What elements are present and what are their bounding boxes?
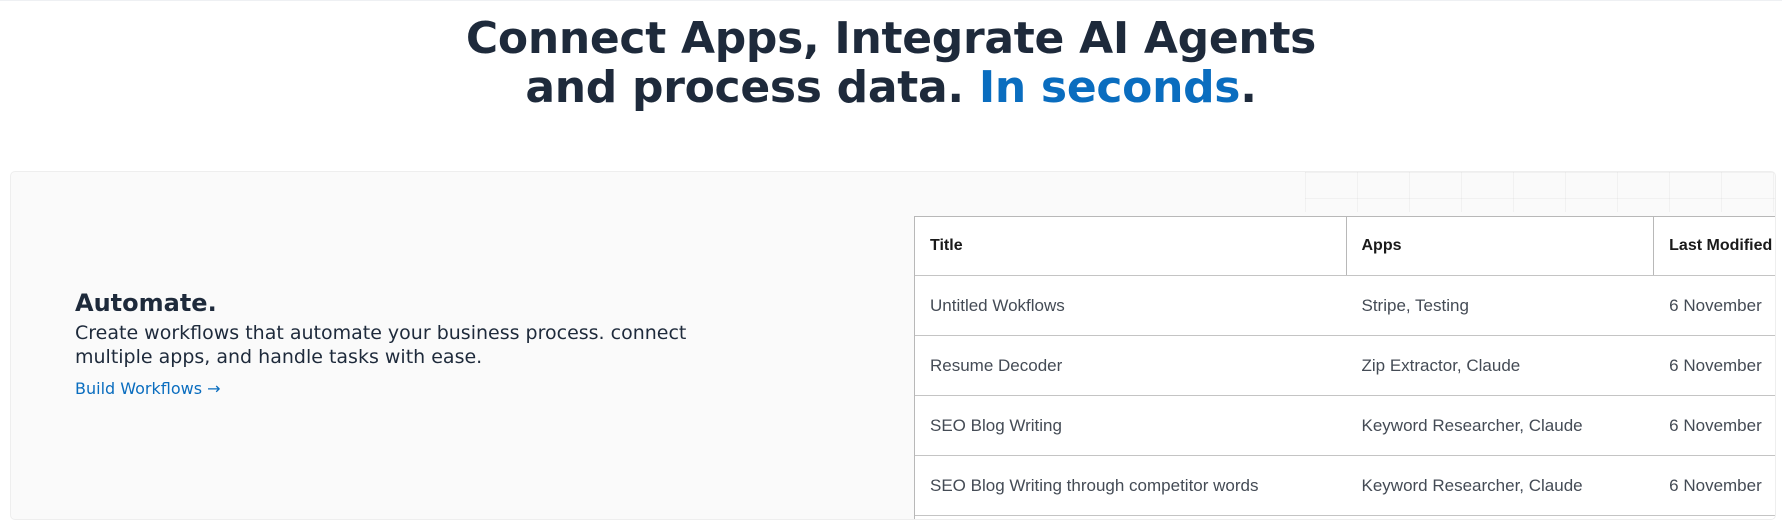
- row-title-cell: SEO Blog Writing through competitor word…: [930, 475, 1259, 495]
- row-title-cell: SEO Blog Writing: [930, 415, 1062, 435]
- row-modified-cell: 6 November: [1669, 415, 1762, 435]
- row-apps-cell: Zip Extractor, Claude: [1361, 355, 1521, 375]
- row-modified-cell: 6 November: [1669, 355, 1762, 375]
- hero-line-2-prefix: and process data.: [525, 62, 979, 113]
- build-workflows-link[interactable]: Build Workflows →: [75, 379, 221, 398]
- table-row[interactable]: SEO Blog Writing through competitor word…: [915, 456, 1775, 516]
- row-apps-cell: Keyword Researcher, Claude: [1361, 475, 1583, 495]
- hero-line-2-accent: In seconds: [978, 62, 1241, 113]
- hero-line-1: Connect Apps, Integrate AI Agents: [465, 13, 1317, 64]
- feature-text-block: Automate. Create workflows that automate…: [75, 289, 715, 399]
- feature-description: Create workflows that automate your busi…: [75, 322, 687, 368]
- column-header-apps[interactable]: Apps: [1347, 217, 1655, 275]
- top-divider: [0, 0, 1782, 1]
- row-modified-cell: 6 November: [1669, 475, 1762, 495]
- column-header-title[interactable]: Title: [915, 217, 1347, 275]
- column-header-last-modified[interactable]: Last Modified: [1669, 237, 1773, 254]
- row-modified-cell: 6 November: [1669, 295, 1762, 315]
- table-row[interactable]: SEO Blog Writing Keyword Researcher, Cla…: [915, 396, 1775, 456]
- table-row[interactable]: Resume Decoder Zip Extractor, Claude 6 N…: [915, 336, 1775, 396]
- row-apps-cell: Stripe, Testing: [1361, 295, 1469, 315]
- table-row[interactable]: Untitled Wokflows Stripe, Testing 6 Nove…: [915, 276, 1775, 336]
- hero-line-2-suffix: .: [1240, 62, 1257, 113]
- row-title-cell: Resume Decoder: [930, 355, 1063, 375]
- hero-heading: Connect Apps, Integrate AI Agents and pr…: [0, 14, 1782, 112]
- grid-background-decoration: [1305, 172, 1775, 212]
- workflows-table: Title Apps Last Modified Untitled Wokflo…: [914, 216, 1775, 519]
- feature-title: Automate.: [75, 289, 217, 317]
- automate-feature-panel: Automate. Create workflows that automate…: [10, 171, 1776, 520]
- row-title-cell: Untitled Wokflows: [930, 295, 1065, 315]
- table-header-row: Title Apps Last Modified: [915, 217, 1775, 276]
- row-apps-cell: Keyword Researcher, Claude: [1361, 415, 1583, 435]
